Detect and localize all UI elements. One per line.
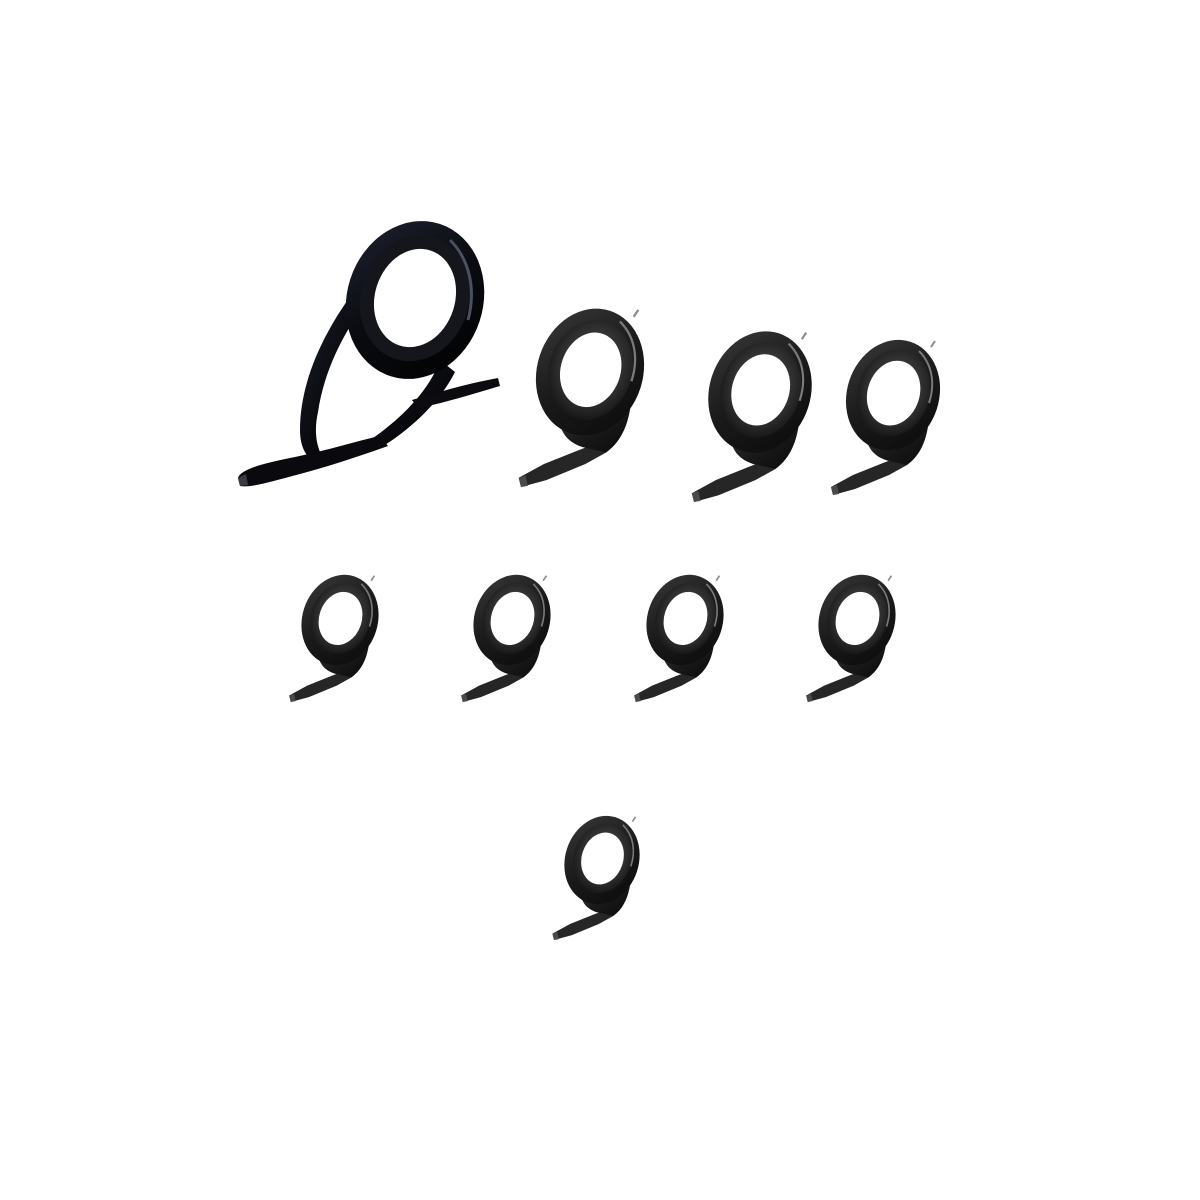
single-foot-guide-8 — [551, 805, 652, 941]
single-foot-guide-2 — [690, 316, 829, 504]
single-foot-guide-6 — [633, 563, 736, 703]
single-foot-guide-5 — [460, 563, 563, 703]
single-foot-guide-4 — [288, 563, 391, 703]
single-foot-guide-7 — [805, 563, 908, 703]
single-foot-guide-1 — [517, 293, 662, 489]
single-foot-guide-3 — [830, 326, 956, 496]
stripper-guide-large — [238, 221, 500, 487]
